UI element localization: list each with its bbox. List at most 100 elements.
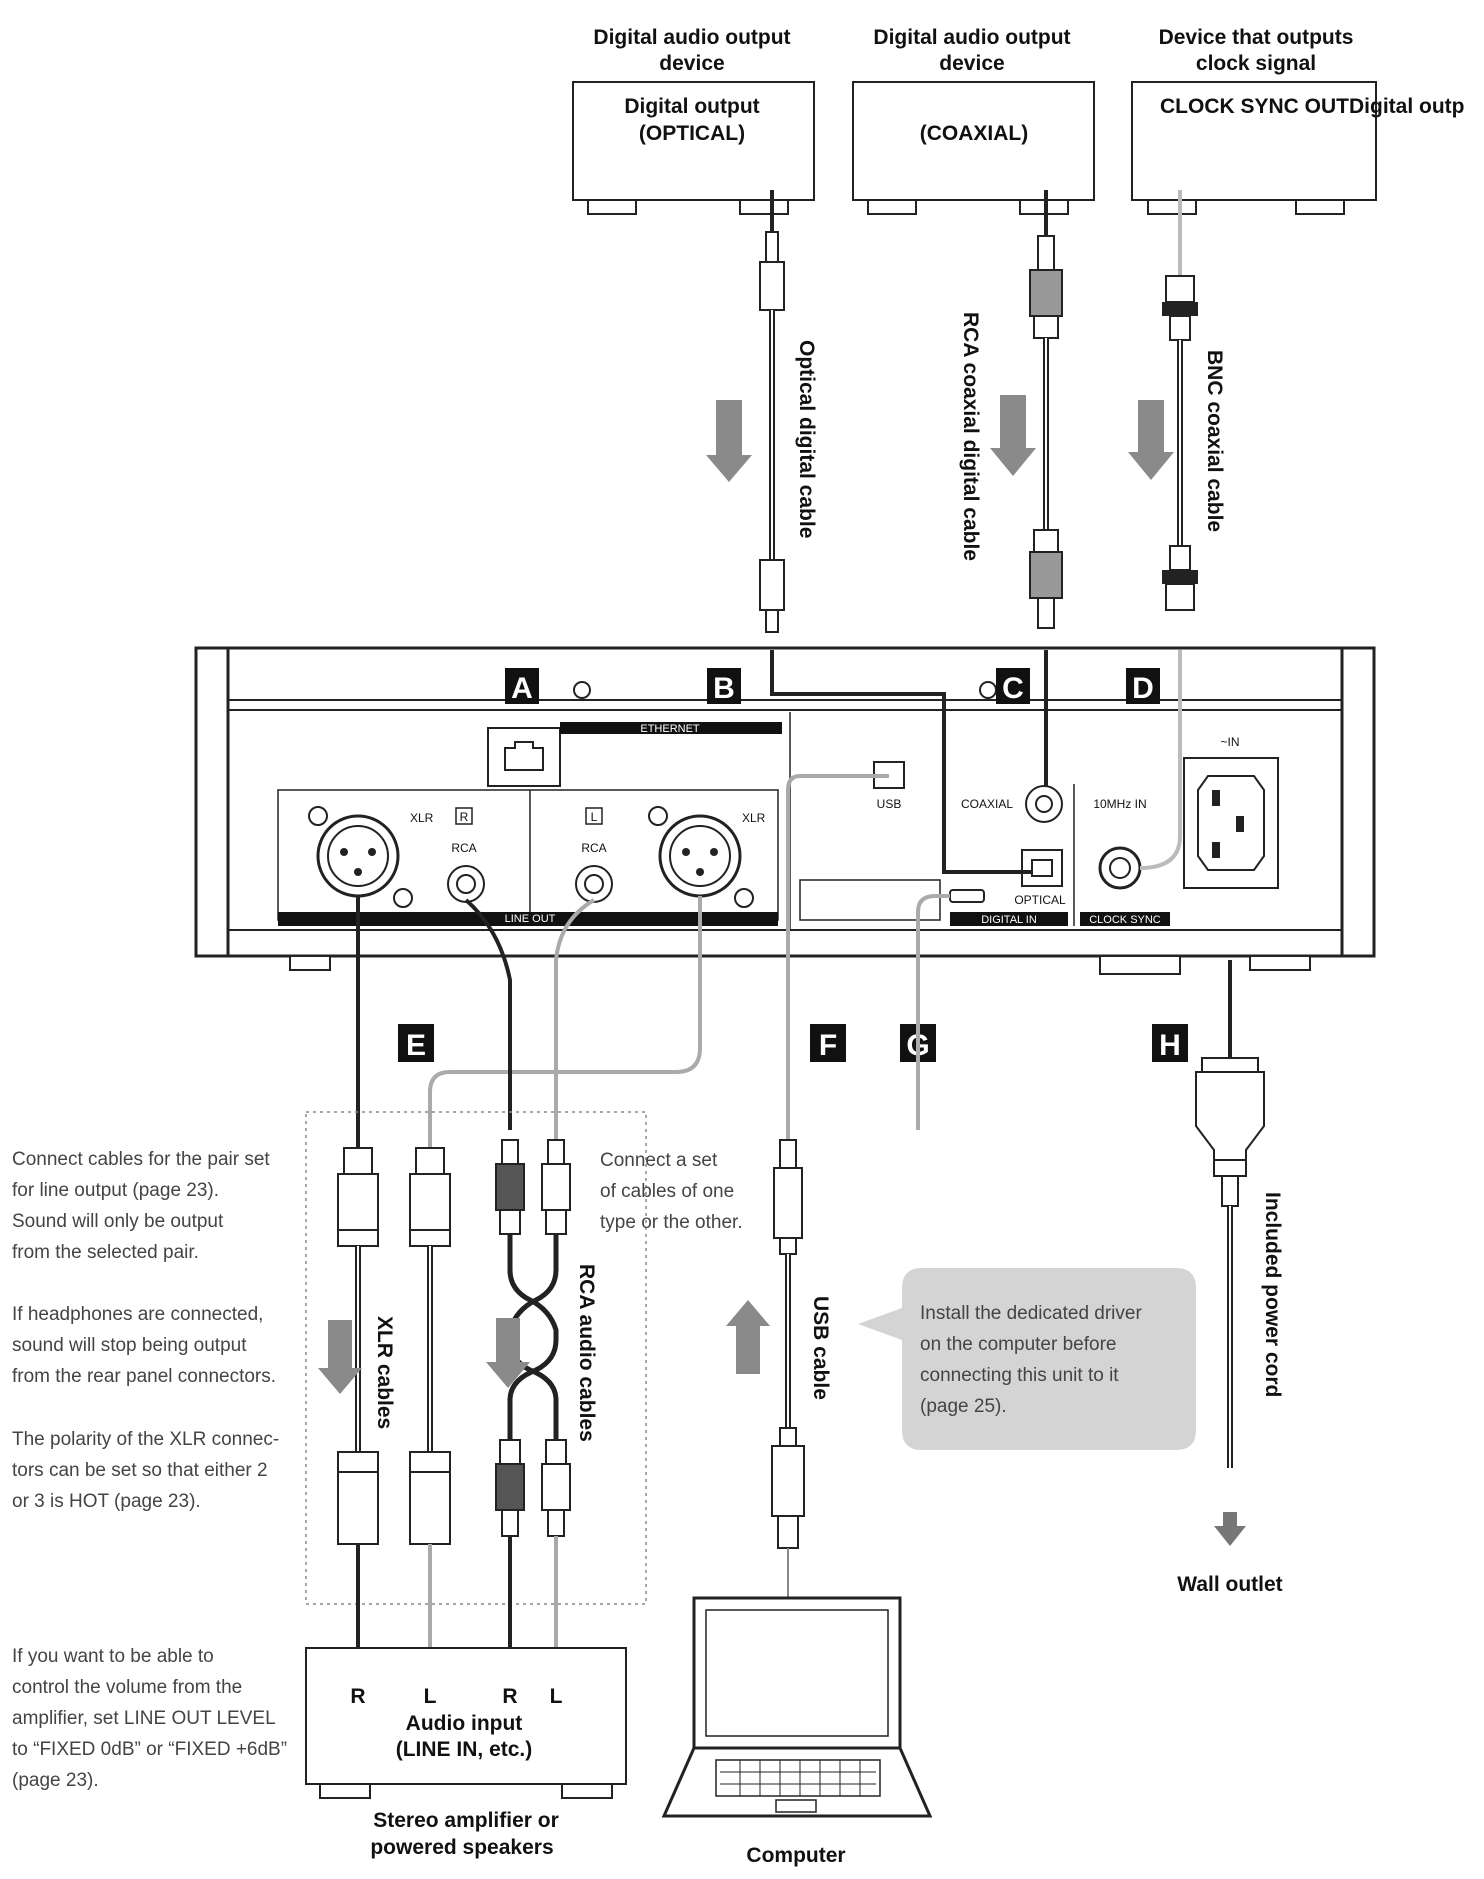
rear-panel: A B C D ETHERNET LINE OUT XLR R RCA L RC… xyxy=(194,646,1376,975)
optical-label: OPTICAL xyxy=(1014,893,1066,907)
label-h: H xyxy=(1152,1024,1188,1062)
source-optical-title-2: device xyxy=(659,52,724,75)
svg-text:control the volume from the: control the volume from the xyxy=(12,1677,242,1698)
computer-label: Computer xyxy=(746,1844,845,1867)
label-d: D xyxy=(1126,668,1160,705)
usb-label: USB xyxy=(877,797,902,811)
svg-text:Sound will only be output: Sound will only be output xyxy=(12,1211,224,1232)
svg-text:(page 23).: (page 23). xyxy=(12,1770,99,1791)
source-clock-box-1: CLOCK SYNC OUTDigital outp xyxy=(1160,95,1464,118)
computer-laptop xyxy=(661,1596,933,1818)
svg-text:If headphones are connected,: If headphones are connected, xyxy=(12,1304,263,1325)
note-volume: If you want to be able to control the vo… xyxy=(12,1646,287,1791)
arrow-down-icon xyxy=(486,1318,530,1388)
ethernet-icon xyxy=(504,741,544,771)
amp-input-1: Audio input xyxy=(406,1712,523,1735)
svg-text:F: F xyxy=(819,1029,837,1062)
rca-l-label: RCA xyxy=(581,841,606,855)
wall-outlet-label: Wall outlet xyxy=(1177,1573,1282,1596)
rca-coaxial-cable: RCA coaxial digital cable xyxy=(959,190,1063,629)
svg-text:E: E xyxy=(406,1029,426,1062)
source-optical-box-2: (OPTICAL) xyxy=(639,122,745,145)
svg-text:tors can be set so that either: tors can be set so that either 2 xyxy=(12,1460,268,1481)
digital-in-mini-port[interactable] xyxy=(949,889,985,903)
xlr-cable-r xyxy=(337,1147,379,1660)
usb-cable xyxy=(771,1139,805,1598)
arrow-down-icon xyxy=(706,400,752,482)
arrow-up-icon xyxy=(726,1300,770,1374)
source-optical-box-1: Digital output xyxy=(624,95,759,118)
svg-text:A: A xyxy=(511,672,533,705)
rca-audio-cable xyxy=(495,1139,571,1660)
bnc-cable-label: BNC coaxial cable xyxy=(1203,350,1226,532)
arrow-down-icon xyxy=(1214,1512,1246,1546)
optical-cable: Optical digital cable xyxy=(706,190,818,633)
driver-note-line-1: Install the dedicated driver xyxy=(920,1303,1142,1324)
amp-channel-l-2: L xyxy=(550,1685,563,1708)
label-c: C xyxy=(996,668,1030,705)
svg-text:D: D xyxy=(1132,672,1154,705)
source-optical-title-1: Digital audio output xyxy=(593,26,790,49)
amp-channel-r-2: R xyxy=(502,1685,517,1708)
arrow-down-icon xyxy=(318,1320,362,1394)
amp-channel-r-1: R xyxy=(350,1685,365,1708)
label-g: G xyxy=(900,1024,936,1062)
screw-icon xyxy=(979,681,997,699)
note-headphones: If headphones are connected, sound will … xyxy=(12,1304,276,1387)
svg-text:H: H xyxy=(1159,1029,1181,1062)
xlr-l-label: XLR xyxy=(742,811,766,825)
xlr-cable-l xyxy=(409,1147,451,1660)
svg-text:amplifier, set LINE OUT LEVEL: amplifier, set LINE OUT LEVEL xyxy=(12,1708,276,1729)
label-a: A xyxy=(505,668,539,705)
coaxial-label: COAXIAL xyxy=(961,797,1013,811)
driver-callout: Install the dedicated driver on the comp… xyxy=(858,1268,1196,1450)
bnc-cable: BNC coaxial cable xyxy=(1128,190,1226,611)
amp-caption-2: powered speakers xyxy=(370,1836,553,1859)
rca-audio-cables-label: RCA audio cables xyxy=(575,1264,598,1442)
ethernet-label: ETHERNET xyxy=(640,723,700,735)
svg-text:or 3 is HOT (page 23).: or 3 is HOT (page 23). xyxy=(12,1491,201,1512)
source-optical-device: Digital audio output device Digital outp… xyxy=(572,26,815,215)
bnc-cable-routing xyxy=(1139,650,1182,870)
amp-caption-1: Stereo amplifier or xyxy=(373,1809,559,1832)
ac-in-label: ~IN xyxy=(1220,735,1239,749)
cable-set-group xyxy=(305,1111,647,1605)
source-clock-title-1: Device that outputs xyxy=(1159,26,1354,49)
source-coaxial-device: Digital audio output device (COAXIAL) xyxy=(852,26,1095,215)
arrow-down-icon xyxy=(1128,400,1174,480)
ethernet-port[interactable] xyxy=(487,727,561,787)
svg-text:B: B xyxy=(713,672,735,705)
line-out-label: LINE OUT xyxy=(505,913,556,925)
note-polarity: The polarity of the XLR connec- tors can… xyxy=(12,1429,279,1512)
optical-cable-label: Optical digital cable xyxy=(795,340,818,538)
svg-text:of cables of one: of cables of one xyxy=(600,1181,734,1202)
stereo-amplifier: R L R L Audio input (LINE IN, etc.) xyxy=(305,1647,627,1799)
label-b: B xyxy=(707,668,741,705)
svg-text:Connect a set: Connect a set xyxy=(600,1150,718,1171)
driver-note-line-2: on the computer before xyxy=(920,1334,1116,1355)
note-pair-set: Connect cables for the pair set for line… xyxy=(12,1149,270,1263)
digital-in-label: DIGITAL IN xyxy=(981,914,1037,926)
screw-icon xyxy=(573,681,591,699)
note-one-type: Connect a set of cables of one type or t… xyxy=(600,1150,743,1233)
usb-cable-label: USB cable xyxy=(809,1296,832,1400)
xlr-r-label: XLR xyxy=(410,811,434,825)
driver-note-line-4: (page 25). xyxy=(920,1396,1007,1417)
optical-cable-routing xyxy=(770,650,1032,874)
source-clock-device: Device that outputs clock signal CLOCK S… xyxy=(1131,26,1464,215)
source-coaxial-box-1: (COAXIAL) xyxy=(920,122,1029,145)
arrow-down-icon xyxy=(990,395,1036,476)
source-clock-title-2: clock signal xyxy=(1196,52,1316,75)
optical-port[interactable] xyxy=(1021,849,1063,887)
svg-text:from the selected pair.: from the selected pair. xyxy=(12,1242,199,1263)
driver-note-line-3: connecting this unit to it xyxy=(920,1365,1119,1386)
power-cord-label: Included power cord xyxy=(1261,1192,1284,1397)
svg-text:The polarity of the XLR connec: The polarity of the XLR connec- xyxy=(12,1429,279,1450)
svg-text:C: C xyxy=(1002,672,1024,705)
source-coaxial-title-2: device xyxy=(939,52,1004,75)
svg-text:Connect cables for the pair se: Connect cables for the pair set xyxy=(12,1149,270,1170)
svg-text:for line output (page 23).: for line output (page 23). xyxy=(12,1180,219,1201)
label-e: E xyxy=(398,1024,434,1062)
